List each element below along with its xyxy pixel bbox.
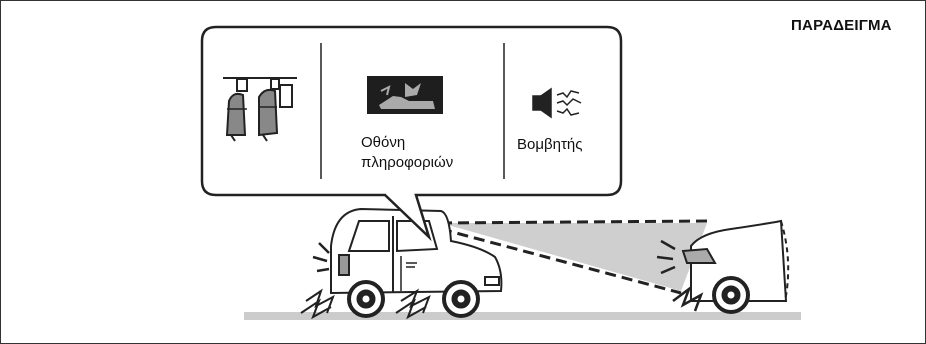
vehicle-ahead-wheel: [714, 278, 748, 312]
detection-edge-top: [441, 221, 707, 223]
flash-lines-own-vehicle: [313, 243, 329, 271]
display-caption-line1: Οθόνη: [361, 133, 453, 153]
display-caption: Οθόνη πληροφοριών: [361, 133, 453, 173]
buzzer-caption: Βομβητής: [517, 135, 582, 155]
info-display-warning-icon: [367, 76, 443, 114]
display-caption-line2: πληροφοριών: [361, 153, 453, 173]
